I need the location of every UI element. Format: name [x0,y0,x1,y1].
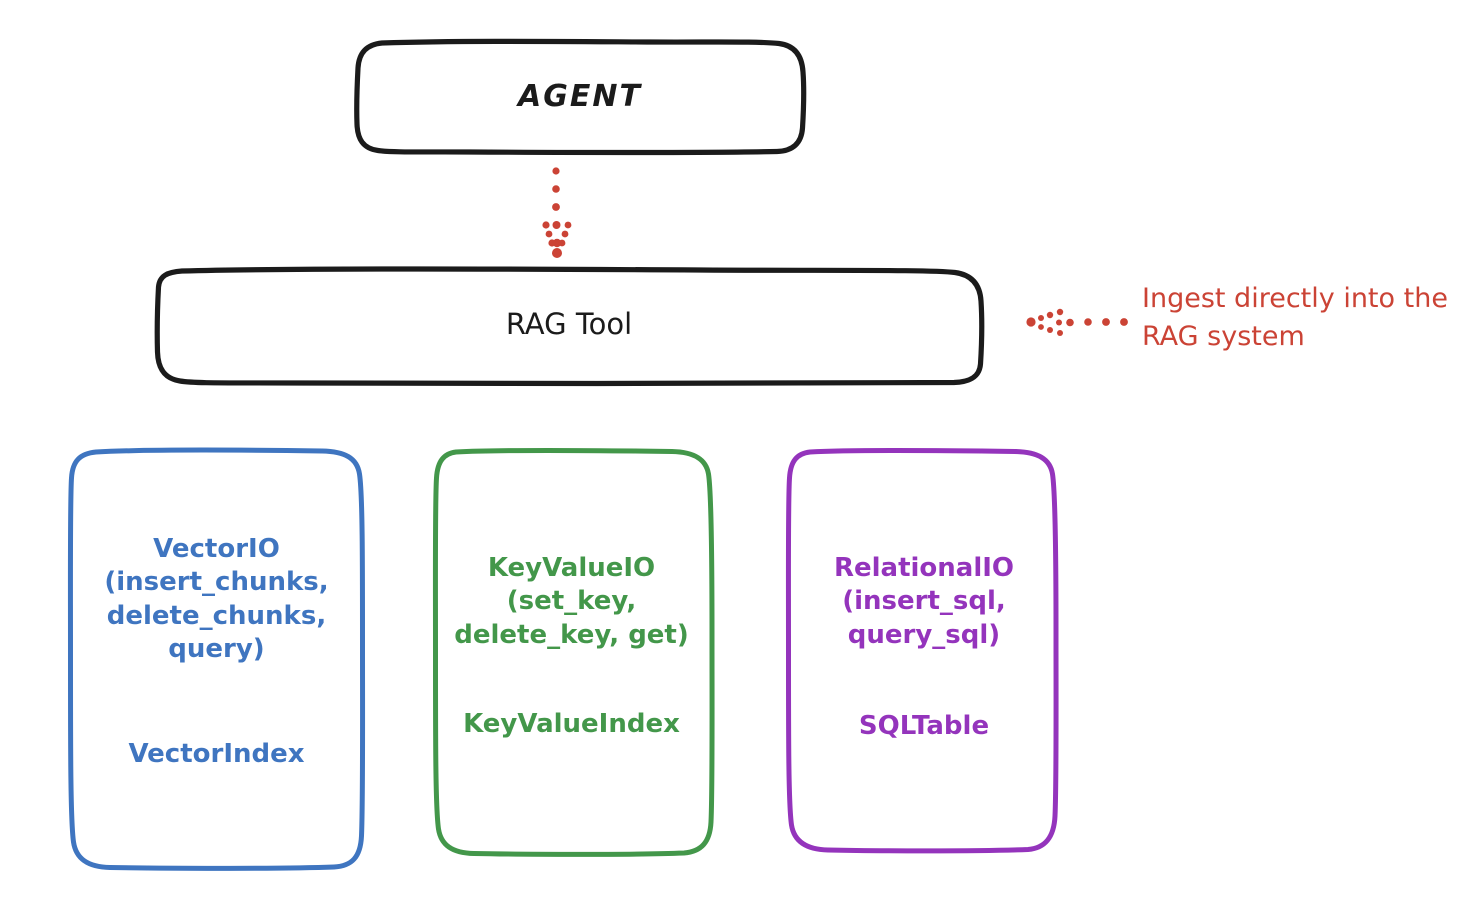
key-value-io-api-label: KeyValueIO (set_key, delete_key, get) [454,553,689,650]
relational-io-api-label: RelationalIO (insert_sql, query_sql) [833,553,1015,650]
vector-index-label: VectorIndex [128,739,305,769]
ingest-annotation-arrow [1026,308,1128,336]
ingest-annotation-label: Ingest directly into the RAG system [1142,283,1448,353]
sql-table-label: SQLTable [858,711,990,741]
key-value-io-node-shape[interactable] [432,447,715,857]
rag-tool-node-label: RAG Tool [505,307,633,341]
vector-io-api-label: VectorIO (insert_chunks, delete_chunks, … [104,534,329,664]
key-value-index-label: KeyValueIndex [463,709,680,739]
agent-to-ragtool-arrow [542,167,572,258]
agent-node-label: AGENT [518,79,642,114]
